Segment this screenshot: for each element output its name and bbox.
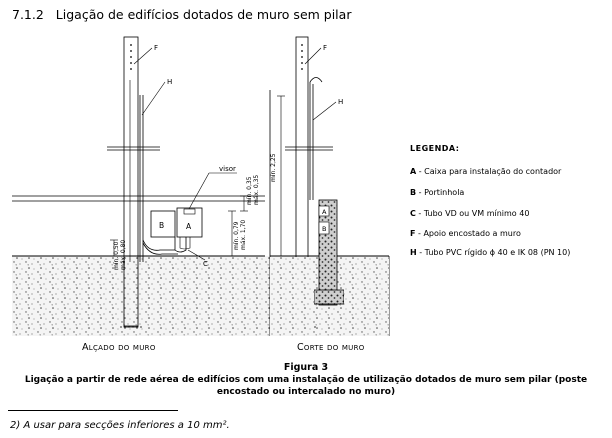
section-number: 7.1.2 xyxy=(12,7,44,22)
figure-caption-line1: Ligação a partir de rede aérea de edifíc… xyxy=(24,375,588,385)
legend-item-a: A - Caixa para instalação do contador xyxy=(410,167,562,176)
label-a: A xyxy=(186,222,192,231)
svg-text:B: B xyxy=(322,225,326,233)
view-label-corte: Corte do muro xyxy=(297,342,365,353)
dim-min-225: mín. 2,25 xyxy=(270,153,277,182)
legend-item-h: H - Tubo PVC rígido ϕ 40 e IK 08 (PN 10) xyxy=(410,248,571,257)
visor-window xyxy=(183,208,196,215)
label-c: C xyxy=(203,260,208,268)
label-visor: visor xyxy=(219,165,236,173)
dim-min-050: mín. 0,50 xyxy=(113,241,120,270)
box-a-contador xyxy=(176,207,203,238)
legend-title: LEGENDA: xyxy=(410,144,460,153)
label-f-left: F xyxy=(154,44,158,52)
label-h-right: H xyxy=(338,98,343,106)
dim-min-035: mín. 0,35 xyxy=(246,176,253,205)
pole xyxy=(123,36,139,328)
section-view: A B F H mín. 2,25 xyxy=(269,36,390,336)
label-h-left: H xyxy=(167,78,172,86)
dim-max-080: máx. 0,80 xyxy=(120,240,127,270)
dim-max-035: máx. 0,35 xyxy=(253,175,260,205)
footnote: 2) A usar para secções inferiores a 10 m… xyxy=(10,420,230,431)
label-f-right: F xyxy=(323,44,327,52)
section-title: Ligação de edifícios dotados de muro sem… xyxy=(55,7,352,22)
dim-min-079: mín. 0,79 xyxy=(233,221,240,250)
box-b-portinhola xyxy=(150,210,176,238)
figure-number: Figura 3 xyxy=(283,362,329,373)
dim-max-170: máx. 1,70 xyxy=(240,220,247,250)
svg-text:A: A xyxy=(322,208,327,216)
label-b: B xyxy=(159,221,164,230)
section-heading: 7.1.2 Ligação de edifícios dotados de mu… xyxy=(12,7,351,22)
view-label-alcado: Alçado do muro xyxy=(82,342,156,353)
footnote-rule xyxy=(8,410,178,411)
legend-item-c: C - Tubo VD ou VM mínimo 40 xyxy=(410,209,530,218)
legend-item-b: B - Portinhola xyxy=(410,188,465,197)
figure-caption-line2: encostado ou intercalado no muro) xyxy=(216,387,396,397)
legend-item-f: F - Apoio encostado a muro xyxy=(410,229,521,238)
